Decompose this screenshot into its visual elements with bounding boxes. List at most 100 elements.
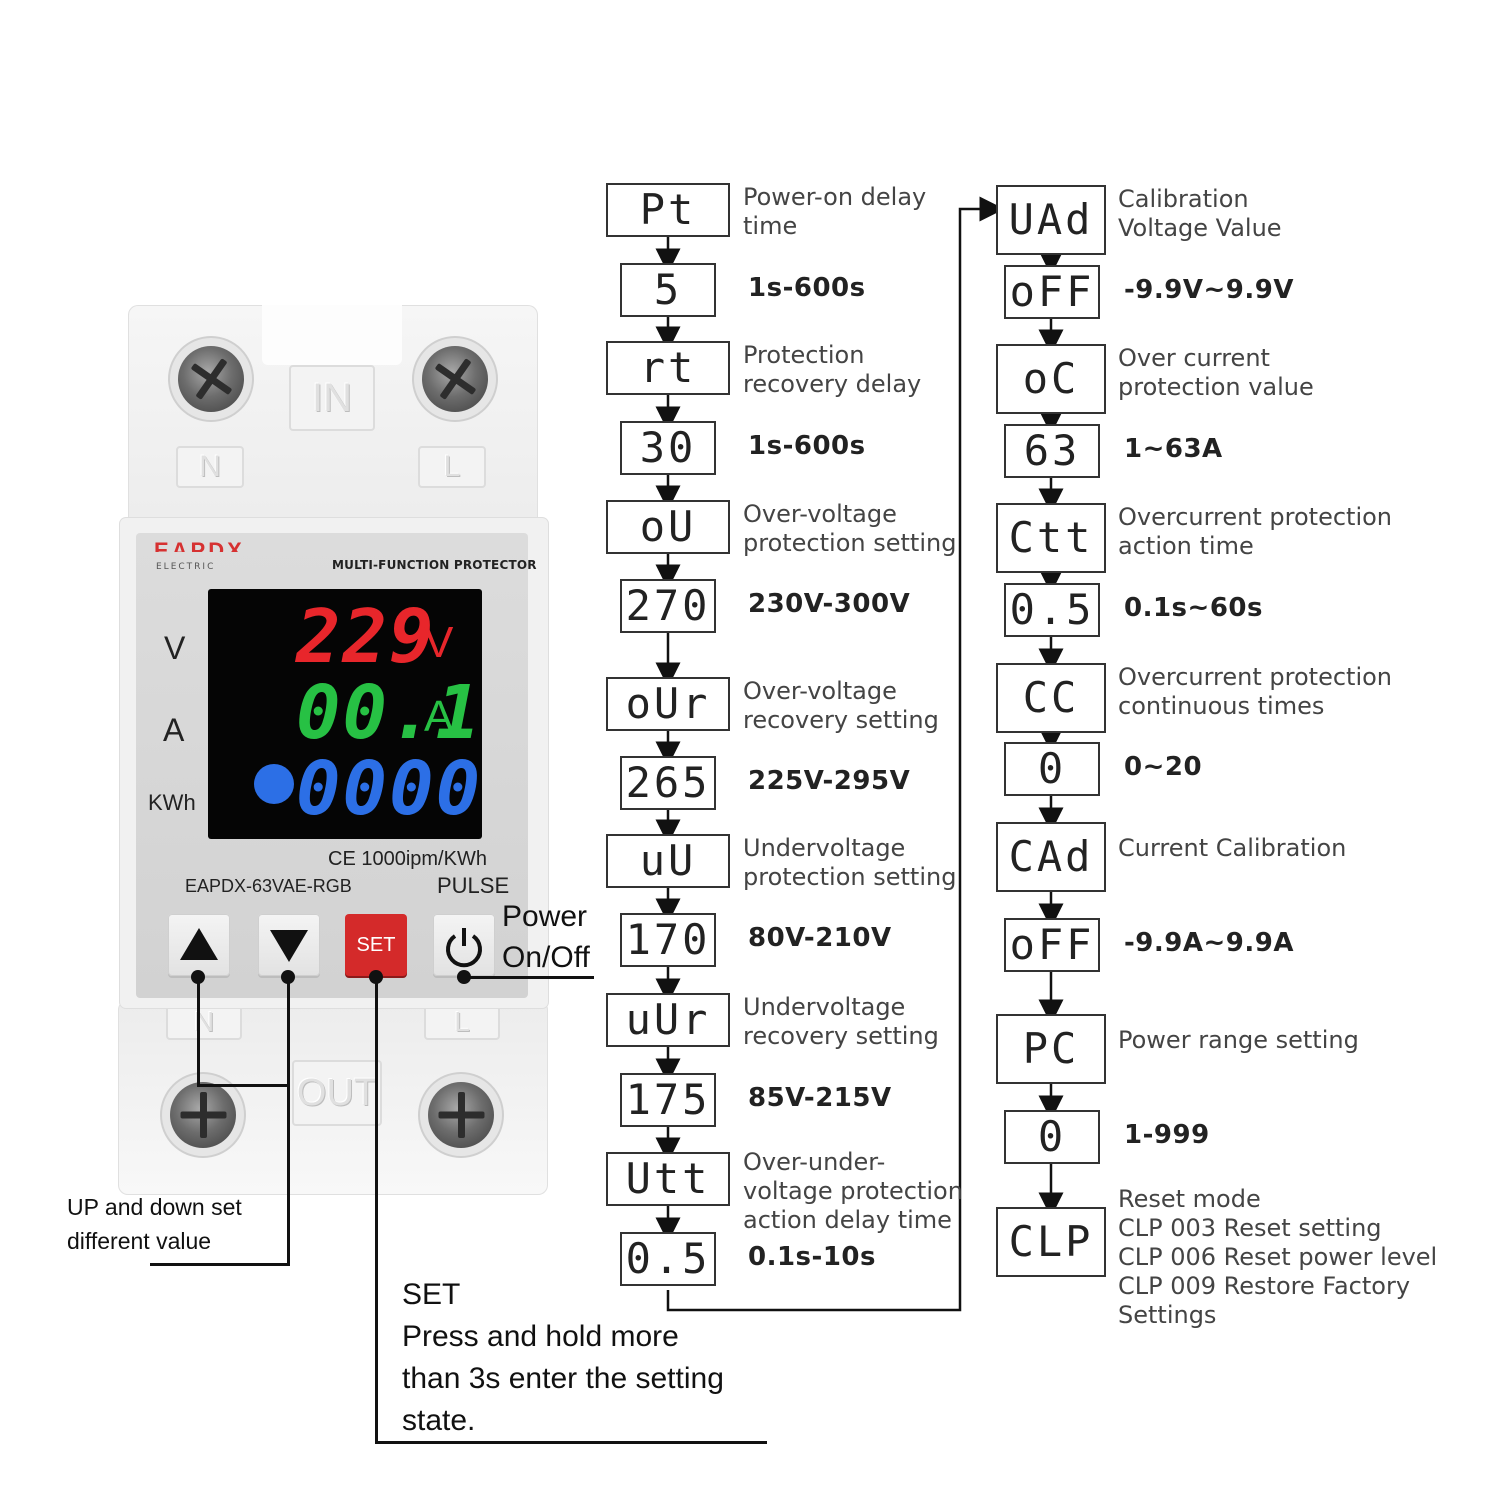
right-code-box: oC [996,344,1106,414]
left-code-box: 170 [620,913,716,967]
right-code-box: CAd [996,822,1106,892]
current-unit: A [424,692,454,741]
description-line: Voltage Value [1118,214,1282,242]
description-line: protection setting [743,529,957,557]
product-type-label: MULTI-FUNCTION PROTECTOR [332,558,537,572]
right-code-box: 0 [1004,742,1100,796]
description-line: CLP 003 Reset setting [1118,1214,1382,1242]
description-line: Over current [1118,344,1270,372]
brand-subtitle: ELECTRIC [156,562,216,572]
left-code-box: 175 [620,1073,716,1127]
right-code-box: oFF [1004,265,1100,319]
description-line: Overcurrent protection [1118,663,1393,691]
description-line: voltage protection [743,1177,963,1205]
updown-annotation: UP and down set different value [67,1194,242,1254]
arrow-down-icon [270,930,308,962]
set-underline [375,1441,767,1444]
terminal-out-label: OUT [292,1060,382,1126]
set-leader-line [375,977,378,1444]
set-annotation: SET Press and hold more than 3s enter th… [402,1278,724,1437]
description-line: recovery setting [743,1022,939,1050]
down-button[interactable] [258,914,320,976]
device-top-notch [262,305,402,365]
description-line: protection setting [743,863,957,891]
left-range-value: 230V-300V [748,589,911,619]
description-line: Over-voltage [743,677,897,705]
right-code-box: CLP [996,1207,1106,1277]
up-leader-join [197,1084,289,1087]
right-code-box: CC [996,663,1106,733]
arrow-up-icon [180,928,218,960]
description-line: CLP 009 Restore Factory [1118,1272,1411,1300]
pulse-label: PULSE [437,873,510,898]
up-button[interactable] [168,914,230,976]
left-code-box: Pt [606,183,730,237]
right-description: Power range setting [1118,1026,1359,1055]
right-range-value: -9.9V~9.9V [1124,275,1294,305]
brand-logo: EAPDX [154,538,245,552]
left-range-value: 1s-600s [748,431,866,461]
energy-indicator-dot [254,764,294,804]
left-code-box: 30 [620,421,716,475]
description-line: recovery setting [743,706,939,734]
input-screw-left-icon [178,346,244,412]
terminal-n-top-label: N [176,446,244,488]
output-screw-right-icon [428,1082,494,1148]
current-reading: 00.1 [296,670,483,756]
power-icon [446,928,482,968]
description-line: Power range setting [1118,1026,1359,1054]
right-range-value: 0~20 [1124,752,1203,782]
power-annotation: Power On/Off [502,900,590,974]
description-line: Over-voltage [743,500,897,528]
down-leader-line [287,977,290,1266]
left-code-box: uUr [606,993,730,1047]
right-code-box: Ctt [996,503,1106,573]
right-code-box: 63 [1004,424,1100,478]
description-line: continuous times [1118,692,1325,720]
description-line: Current Calibration [1118,834,1347,862]
right-range-value: -9.9A~9.9A [1124,928,1294,958]
right-code-box: 0.5 [1004,583,1100,637]
loop-connector [666,196,1005,1312]
description-line: Undervoltage [743,834,906,862]
output-screw-left-icon [170,1082,236,1148]
description-line: Over-under- [743,1148,886,1176]
right-code-box: UAd [996,185,1106,255]
energy-reading: 0000 [296,746,483,832]
left-range-value: 1s-600s [748,273,866,303]
set-button[interactable]: SET [345,914,407,976]
display-screen [208,589,482,839]
left-code-box: uU [606,834,730,888]
left-code-box: rt [606,341,730,395]
updown-underline [150,1263,290,1266]
input-screw-right-icon [422,346,488,412]
description-line: Power-on delay [743,183,927,211]
certification-label: CE 1000ipm/KWh [328,848,487,870]
right-description: Current Calibration [1118,834,1346,863]
power-button[interactable] [433,914,495,976]
left-code-box: 5 [620,263,716,317]
left-code-box: 265 [620,756,716,810]
up-leader-line [197,977,200,1087]
left-range-value: 0.1s-10s [748,1242,876,1272]
description-line: Reset mode [1118,1185,1261,1213]
voltage-unit: V [424,618,454,667]
left-code-box: 270 [620,579,716,633]
power-leader-line [464,976,594,979]
side-label-volt: V [164,630,186,666]
description-line: recovery delay [743,370,922,398]
right-code-box: oFF [1004,918,1100,972]
right-code-box: 0 [1004,1110,1100,1164]
description-line: Overcurrent protection [1118,503,1393,531]
side-label-amp: A [163,712,185,748]
left-range-value: 80V-210V [748,923,892,953]
